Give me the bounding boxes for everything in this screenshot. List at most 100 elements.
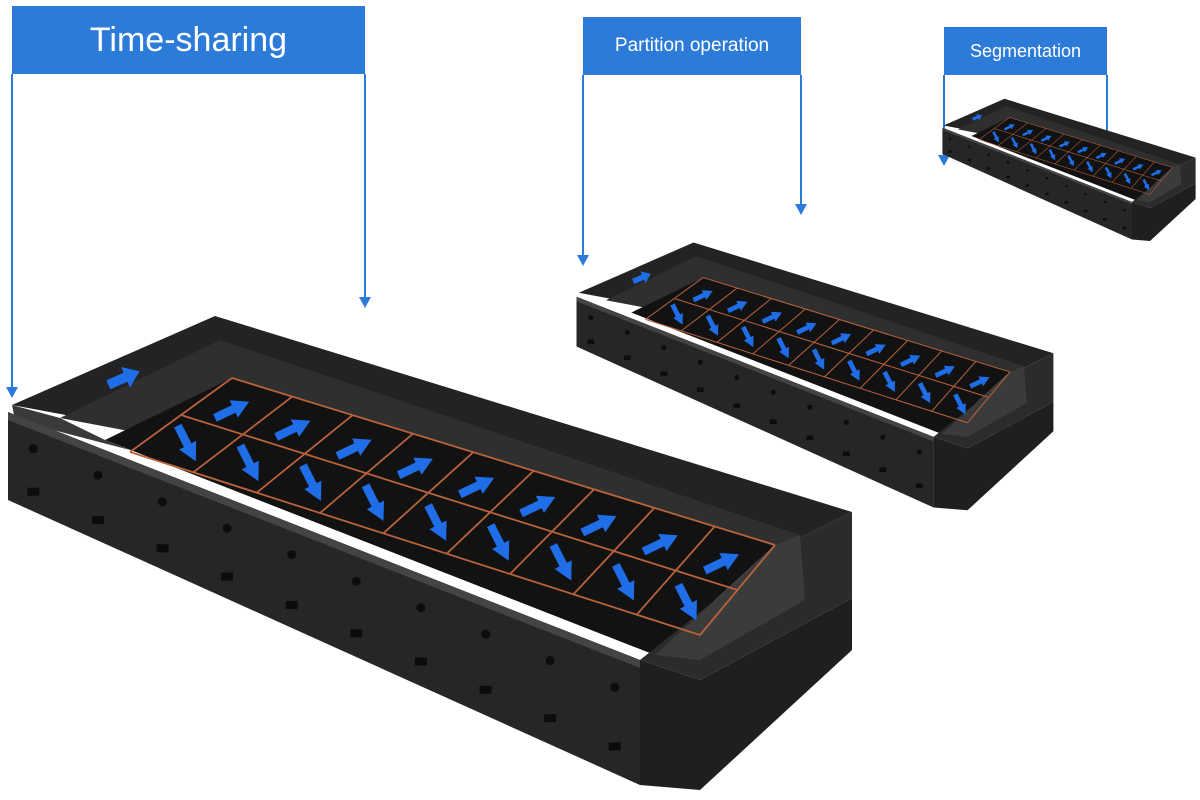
partition-operation-label: Partition operation: [583, 17, 801, 75]
mounting-hole: [916, 449, 922, 455]
flow-arrow-icon: [274, 419, 311, 441]
flow-arrow-icon: [741, 325, 754, 348]
flow-arrow-icon: [335, 438, 372, 460]
mounting-holes: [948, 137, 1127, 230]
mounting-hole: [880, 434, 886, 440]
flow-arrow-icon: [971, 114, 982, 121]
mounting-slot: [285, 600, 298, 609]
mounting-slot: [733, 403, 741, 409]
mounting-slot: [1025, 184, 1030, 187]
flow-arrow-icon: [705, 314, 719, 336]
flow-arrows: [971, 114, 1162, 191]
mounting-slot: [915, 483, 923, 488]
mounting-slot: [156, 544, 169, 553]
flow-arrows: [632, 271, 990, 415]
partition-rib: [645, 318, 968, 424]
mounting-hole: [157, 497, 167, 507]
mounting-hole: [770, 389, 776, 395]
mounting-hole: [968, 145, 971, 148]
flow-arrow-icon: [174, 423, 197, 462]
flow-arrow-icon: [670, 303, 683, 325]
partition-rib: [129, 451, 701, 636]
mounting-slot: [967, 158, 972, 162]
mounting-slot: [986, 167, 991, 170]
mounting-hole: [588, 315, 594, 321]
flow-arrow-icon: [934, 365, 955, 378]
mounting-slot: [479, 685, 492, 694]
mounting-slot: [1064, 201, 1069, 204]
mounting-slot: [623, 355, 631, 361]
mounting-slot: [660, 371, 668, 377]
mounting-slot: [948, 150, 952, 153]
mounting-slot: [842, 451, 850, 457]
mounting-hole: [1026, 169, 1029, 172]
flow-arrow-icon: [847, 359, 860, 381]
tray-left-end: [12, 405, 130, 450]
mounting-hole: [481, 629, 491, 639]
flow-arrow-icon: [213, 400, 250, 422]
large-tray: [8, 316, 852, 790]
flow-arrow-icon: [953, 393, 966, 415]
connector-arrowhead-icon: [938, 155, 950, 166]
mounting-hole: [93, 470, 103, 480]
mounting-slot: [91, 516, 104, 525]
mounting-slot: [608, 742, 621, 751]
connector-arrowhead-icon: [795, 204, 807, 215]
time-sharing-label: Time-sharing: [12, 6, 365, 74]
flow-arrow-icon: [703, 553, 739, 575]
flow-arrow-icon: [992, 131, 999, 143]
flow-arrow-icon: [1077, 147, 1089, 154]
tray-floor: [631, 277, 1010, 435]
flow-arrow-icon: [487, 523, 510, 561]
mounting-slot: [879, 467, 887, 473]
tray-floor: [971, 117, 1173, 201]
mounting-hole: [222, 523, 232, 533]
mounting-slot: [1103, 218, 1107, 221]
mounting-hole: [734, 374, 740, 380]
flow-arrow-icon: [396, 457, 433, 479]
mounting-holes: [27, 444, 621, 751]
mounting-hole: [1006, 161, 1010, 164]
flow-arrow-icon: [549, 543, 572, 581]
flow-arrow-icon: [519, 495, 556, 518]
flow-arrow-icon: [1104, 166, 1112, 179]
tray-floor: [105, 378, 775, 655]
mounting-slot: [414, 657, 427, 666]
flow-arrow-icon: [917, 382, 931, 404]
partition-rib: [1009, 117, 1173, 168]
flow-arrow-icon: [969, 376, 990, 389]
partition-rib: [674, 297, 989, 398]
mounting-slot: [769, 419, 777, 425]
mounting-slot: [696, 387, 704, 393]
mounting-hole: [1045, 177, 1049, 180]
mounting-hole: [1123, 208, 1126, 212]
flow-arrow-icon: [1123, 172, 1131, 185]
mounting-slot: [1006, 175, 1010, 179]
flow-arrow-icon: [236, 443, 259, 482]
mounting-slot: [806, 435, 814, 441]
tray-illustrations: [8, 98, 1196, 790]
flow-arrow-icon: [865, 344, 886, 357]
flow-arrows: [106, 367, 739, 621]
flow-arrow-icon: [1142, 178, 1150, 191]
mounting-slot: [1122, 226, 1127, 230]
small-tray: [942, 98, 1196, 241]
flow-arrow-icon: [1059, 141, 1070, 148]
flow-arrow-icon: [1011, 137, 1018, 149]
flow-arrow-icon: [1003, 124, 1015, 131]
tray-front-rim: [576, 296, 934, 442]
mounting-slot: [27, 487, 40, 496]
tray-end-face: [640, 598, 852, 790]
flow-arrow-icon: [580, 514, 617, 537]
flow-arrow-icon: [882, 370, 895, 392]
flow-arrow-icon: [1095, 152, 1107, 160]
connector-arrowhead-icon: [577, 255, 589, 266]
flow-arrow-icon: [1029, 143, 1037, 155]
flow-arrow-icon: [641, 533, 678, 556]
flow-arrow-icon: [830, 333, 852, 346]
mounting-hole: [843, 419, 849, 425]
mounting-slot: [350, 629, 363, 638]
connector-arrowhead-icon: [359, 297, 371, 308]
